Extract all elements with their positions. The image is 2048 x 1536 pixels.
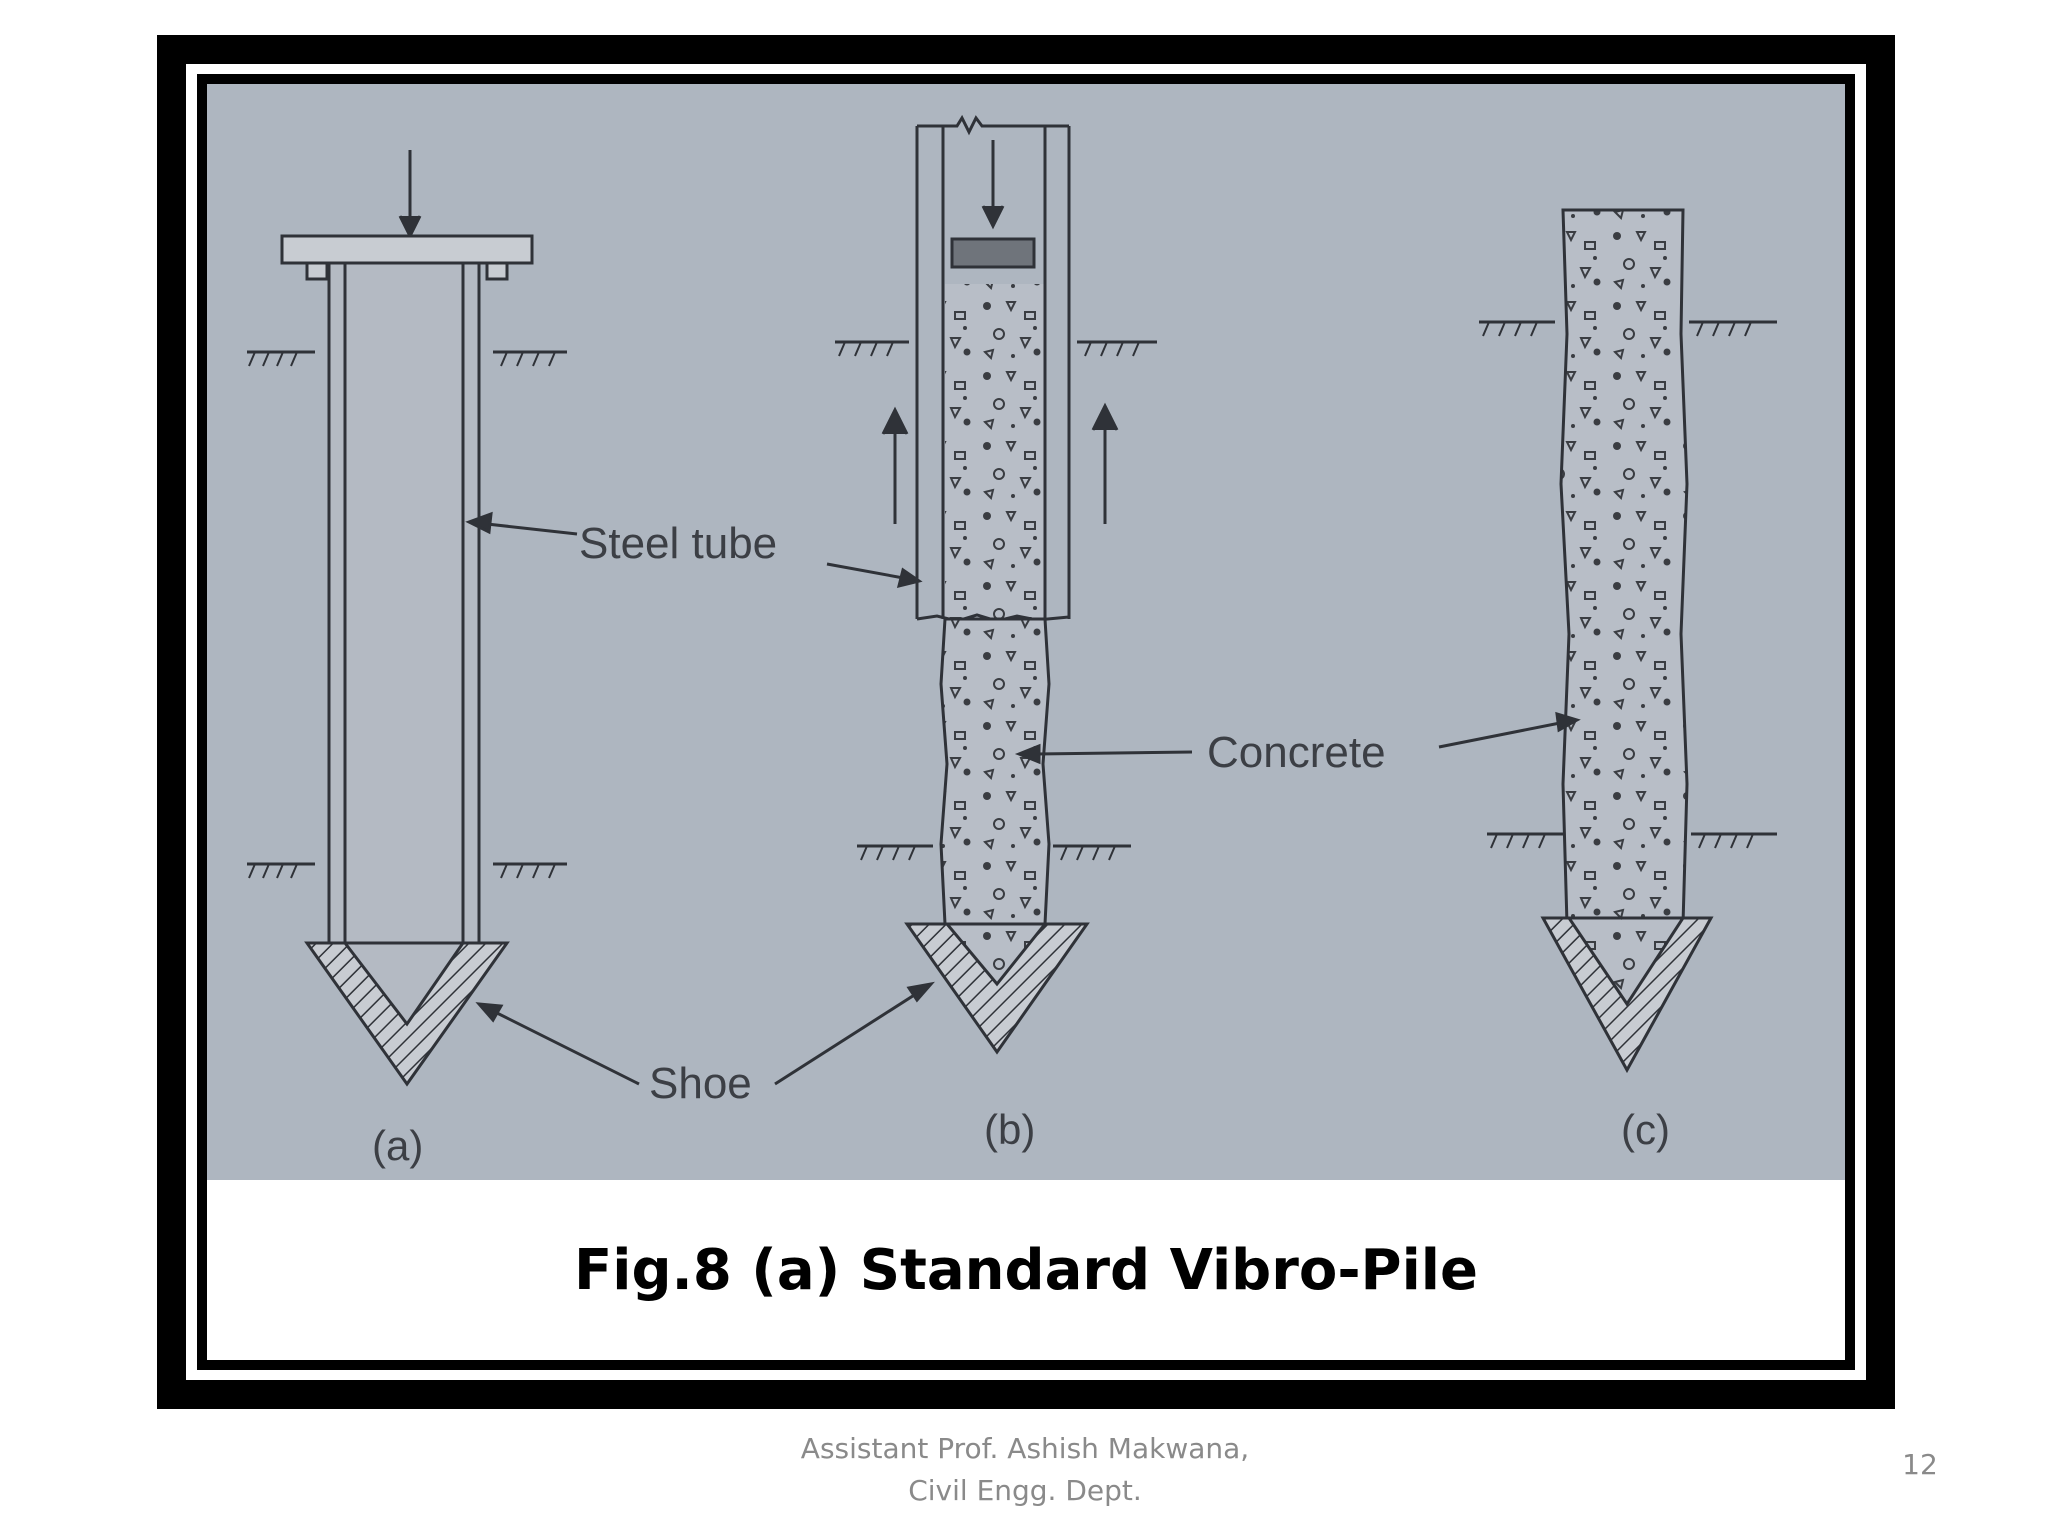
panel-label-a: (a) bbox=[372, 1122, 423, 1169]
footer-author: Assistant Prof. Ashish Makwana, Civil En… bbox=[700, 1428, 1350, 1512]
panel-label-c: (c) bbox=[1621, 1106, 1670, 1153]
label-concrete: Concrete bbox=[1207, 728, 1386, 777]
page-number: 12 bbox=[1880, 1448, 1960, 1481]
pile-b bbox=[835, 118, 1157, 1052]
label-steel-tube: Steel tube bbox=[579, 519, 777, 568]
figure-caption: Fig.8 (a) Standard Vibro-Pile bbox=[207, 1180, 1845, 1360]
pile-c bbox=[1479, 210, 1777, 1070]
footer-author-line-2: Civil Engg. Dept. bbox=[700, 1470, 1350, 1512]
panel-label-b: (b) bbox=[984, 1106, 1035, 1153]
vibro-pile-diagram-photo: Steel tube Concrete Shoe (a) (b) (c) bbox=[207, 84, 1845, 1180]
label-shoe: Shoe bbox=[649, 1059, 752, 1108]
pile-a bbox=[247, 150, 567, 1084]
footer-author-line-1: Assistant Prof. Ashish Makwana, bbox=[700, 1428, 1350, 1470]
